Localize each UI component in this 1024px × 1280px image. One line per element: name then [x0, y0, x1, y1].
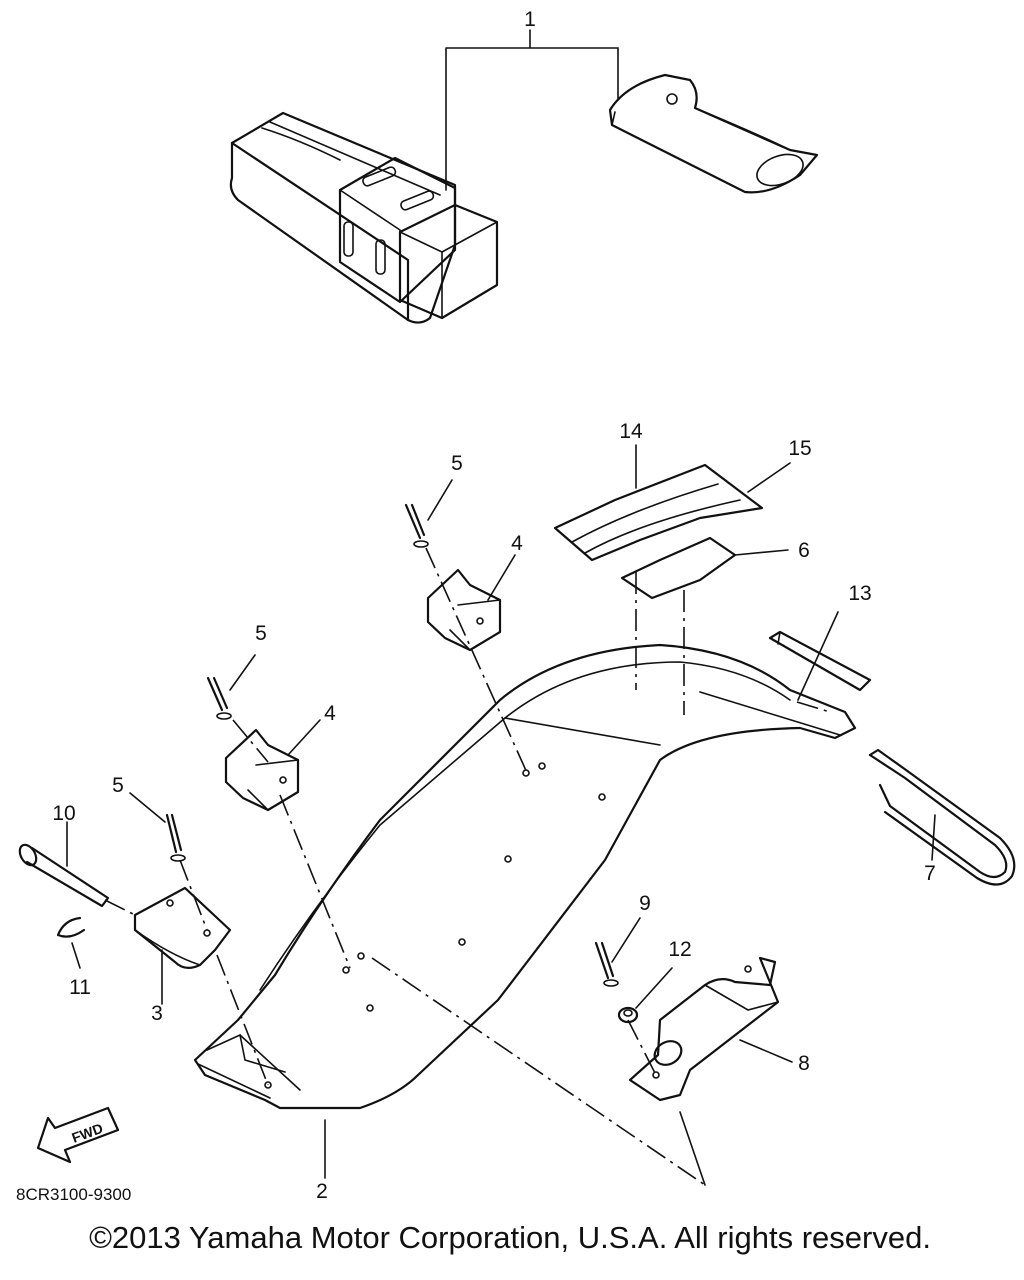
callout-10: 8	[798, 1052, 810, 1075]
assembly-lines	[104, 547, 831, 1186]
callout-9-leader	[71, 942, 81, 969]
callout-12-leader	[635, 967, 673, 1009]
rivet-middle	[206, 676, 232, 720]
callout-1-leader	[445, 29, 619, 191]
callout-12: 12	[668, 938, 691, 961]
forward-direction-arrow: FWD	[36, 1106, 120, 1164]
rivet-latch	[594, 941, 619, 987]
decal-top	[553, 463, 764, 562]
wire-handle	[868, 748, 1016, 886]
nut	[617, 1006, 639, 1024]
callout-13-leader	[797, 611, 839, 701]
rivet-lower	[165, 813, 186, 862]
clip-lower	[224, 728, 300, 812]
callout-4b-leader	[287, 719, 321, 756]
clip-upper	[426, 568, 502, 652]
callout-4b: 4	[324, 702, 336, 725]
copyright-notice: ©2013 Yamaha Motor Corporation, U.S.A. A…	[89, 1220, 931, 1255]
callout-5b: 5	[255, 622, 267, 645]
callout-5c: 5	[112, 774, 124, 797]
callout-5c-leader	[129, 792, 166, 823]
callout-15-leader	[747, 462, 791, 493]
callout-5a: 5	[451, 452, 463, 475]
callout-13: 13	[848, 582, 871, 605]
callout-4a-leader	[487, 554, 516, 601]
callout-8: 10	[52, 802, 75, 825]
callout-4a: 4	[511, 532, 523, 555]
callout-6: 6	[798, 539, 810, 562]
callout-5b-leader	[229, 654, 256, 691]
pad	[620, 536, 737, 600]
hinge-pin	[18, 843, 110, 908]
callout-9: 11	[69, 976, 91, 999]
callout-5a-leader	[427, 479, 453, 521]
tool-kit-pouch	[608, 73, 819, 194]
callout-7-leader	[931, 814, 936, 861]
callout-14: 14	[619, 420, 643, 443]
callout-3: 3	[151, 1002, 163, 1025]
latch	[628, 956, 780, 1102]
hinge	[133, 886, 232, 969]
callout-6-leader	[734, 549, 789, 556]
drawing-code: 8CR3100-9300	[16, 1185, 131, 1204]
callout-1: 1	[524, 8, 536, 31]
callout-11-leader	[611, 917, 641, 963]
callout-2: 2	[316, 1180, 328, 1203]
cotter-clip	[56, 916, 86, 938]
callout-11: 9	[639, 892, 651, 915]
tool-kit-case	[229, 111, 499, 324]
callout-7: 7	[924, 862, 936, 885]
rivet-top	[404, 503, 429, 548]
callout-15: 15	[788, 437, 811, 460]
callout-10-leader	[739, 1039, 793, 1063]
rubber-strip	[768, 630, 872, 692]
cover-panel	[193, 643, 857, 1110]
